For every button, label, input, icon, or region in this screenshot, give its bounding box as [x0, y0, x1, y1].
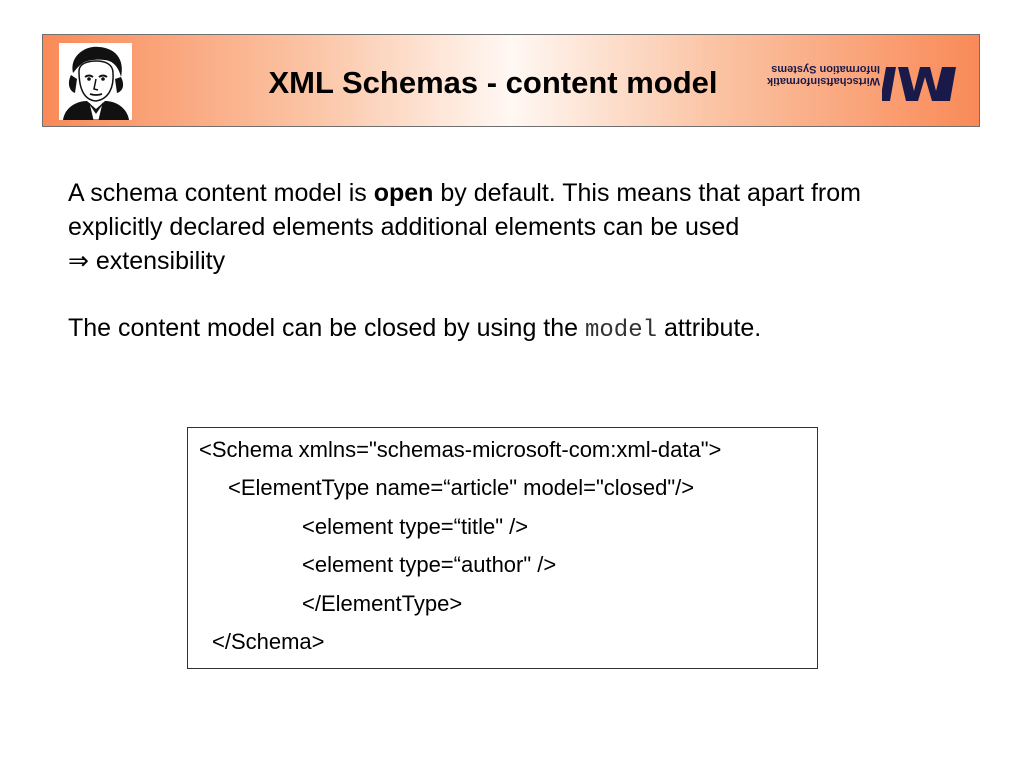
code-line: <Schema xmlns="schemas-microsoft-com:xml… — [199, 437, 722, 462]
implies-arrow-icon: ⇒ — [68, 247, 89, 275]
logo-mark-icon — [882, 63, 958, 105]
paragraph-line-3: ⇒ extensibility — [68, 244, 998, 278]
code-line: <element type=“author" /> — [302, 552, 557, 577]
code-line: </Schema> — [212, 629, 325, 654]
logo-text: Wirtschaftsinformatik Information System… — [767, 63, 880, 87]
code-example-box: <Schema xmlns="schemas-microsoft-com:xml… — [187, 427, 818, 669]
paragraph-line-2: explicitly declared elements additional … — [68, 213, 740, 241]
slide-header: XML Schemas - content model Wirtschaftsi… — [42, 34, 980, 127]
code-line: <element type=“title" /> — [302, 514, 529, 539]
text-segment: extensibility — [88, 247, 226, 275]
slide-title: XML Schemas - content model — [268, 65, 718, 100]
paragraph-closed-model: The content model can be closed by using… — [68, 311, 998, 348]
paragraph-open-model: A schema content model is open by defaul… — [68, 176, 998, 278]
inline-code-model: model — [585, 317, 658, 344]
emphasis-open: open — [373, 179, 434, 207]
text-segment: attribute. — [657, 314, 762, 342]
code-line: </ElementType> — [302, 591, 463, 616]
logo-line-2: Information Systems — [771, 63, 880, 75]
institute-logo: Wirtschaftsinformatik Information System… — [767, 63, 958, 105]
text-segment: The content model can be closed by using… — [68, 314, 585, 342]
logo-line-1: Wirtschaftsinformatik — [767, 75, 880, 87]
portrait-image — [59, 43, 132, 120]
text-segment: A schema content model is — [68, 179, 374, 207]
paragraph-line-1: A schema content model is open by defaul… — [68, 176, 998, 210]
text-segment: by default. This means that apart from — [433, 179, 861, 207]
code-line: <ElementType name=“article" model="close… — [228, 475, 695, 500]
